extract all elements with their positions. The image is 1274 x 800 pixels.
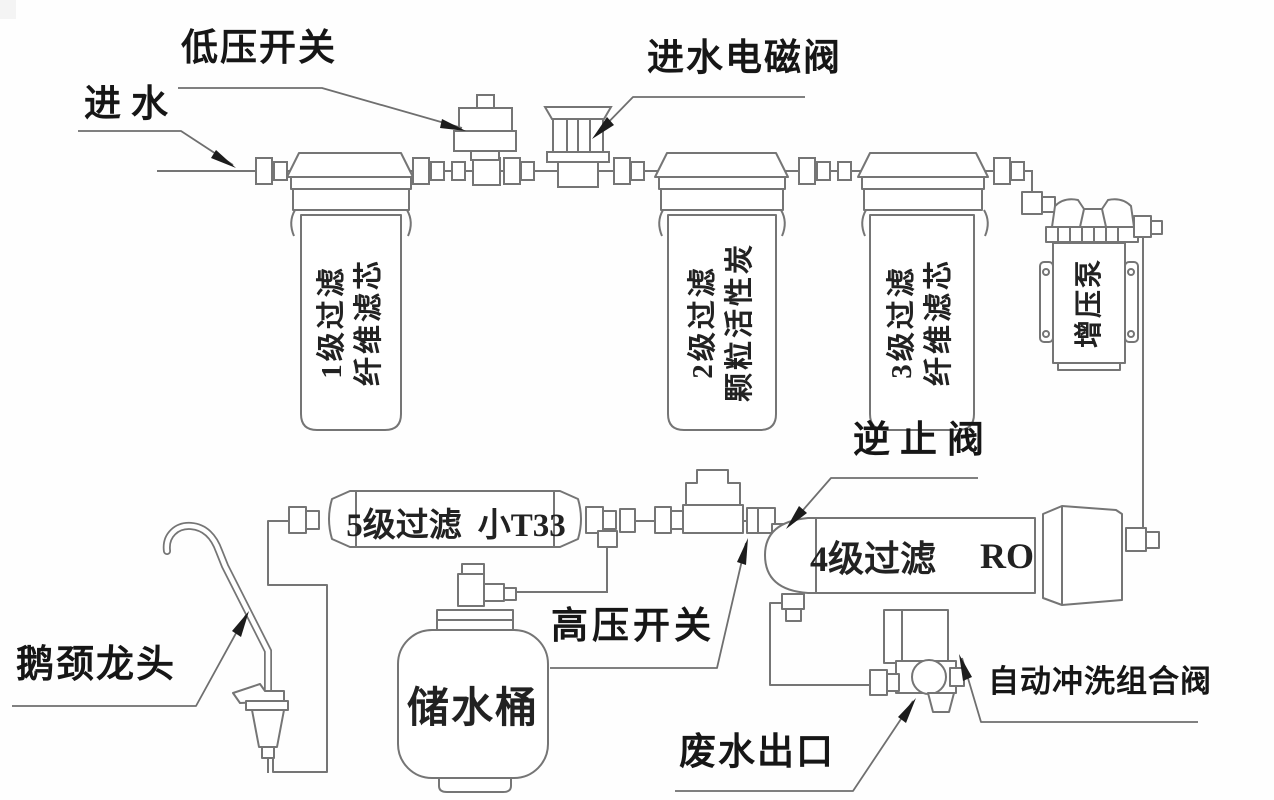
check-valve-label: 逆止阀 xyxy=(853,420,994,461)
booster-pump-name: 增压泵 xyxy=(1073,258,1105,349)
booster-pump xyxy=(1021,191,1163,371)
ro-membrane xyxy=(757,505,1160,622)
stage4-type: RO xyxy=(980,536,1034,576)
filter2-stage-text: 2级过滤 颗粒活性炭 xyxy=(646,237,798,407)
low-pressure-switch xyxy=(453,94,517,186)
scan-artifact xyxy=(0,0,16,19)
filter1-line1: 1级过滤 xyxy=(316,265,348,379)
faucet-handle xyxy=(232,683,285,704)
inlet-label: 进水 xyxy=(84,84,178,125)
stage5-type: 小T33 xyxy=(477,508,566,544)
stage4-name: 4级过滤 xyxy=(809,539,936,579)
gooseneck-faucet-label: 鹅颈龙头 xyxy=(16,644,177,686)
filter3-line1: 3级过滤 xyxy=(886,265,918,379)
filter2-line1: 2级过滤 xyxy=(687,265,719,379)
gooseneck-faucet xyxy=(162,521,289,773)
waste-outlet-spout xyxy=(927,692,955,713)
high-pressure-switch xyxy=(654,469,763,534)
high-pressure-switch-label: 高压开关 xyxy=(551,606,715,647)
low-pressure-switch-label: 低压开关 xyxy=(181,28,337,69)
stage5-name: 5级过滤 xyxy=(346,508,462,544)
inlet-solenoid-valve-label: 进水电磁阀 xyxy=(647,38,842,79)
auto-flush-valve-label: 自动冲洗组合阀 xyxy=(988,664,1212,699)
filter1-line2: 纤维滤芯 xyxy=(353,258,385,387)
waste-outlet-label: 废水出口 xyxy=(679,732,835,773)
filter1-housing xyxy=(286,152,414,431)
stage4-filter-text: 4级过滤 RO xyxy=(806,536,1038,579)
filter3-stage-text: 3级过滤 纤维滤芯 xyxy=(845,237,997,407)
pipe-fittings xyxy=(255,157,1025,185)
filter2-housing xyxy=(654,152,789,431)
storage-tank-text: 储水桶 xyxy=(400,681,546,732)
filter3-line2: 纤维滤芯 xyxy=(923,258,955,387)
storage-tank-name: 储水桶 xyxy=(406,685,539,732)
filter3-housing xyxy=(857,152,989,431)
auto-flush-valve xyxy=(869,609,965,713)
inlet-solenoid-valve xyxy=(543,106,613,188)
check-valve-fitting xyxy=(757,507,776,534)
leader-arrows xyxy=(211,117,972,723)
stage5-t33-filter xyxy=(288,490,636,548)
filter1-stage-text: 1级过滤 纤维滤芯 xyxy=(275,237,427,407)
filter2-line2: 颗粒活性炭 xyxy=(724,242,756,403)
stage5-filter-text: 5级过滤 小T33 xyxy=(346,502,566,544)
storage-tank xyxy=(397,563,549,793)
booster-pump-text: 增压泵 xyxy=(1073,246,1105,360)
